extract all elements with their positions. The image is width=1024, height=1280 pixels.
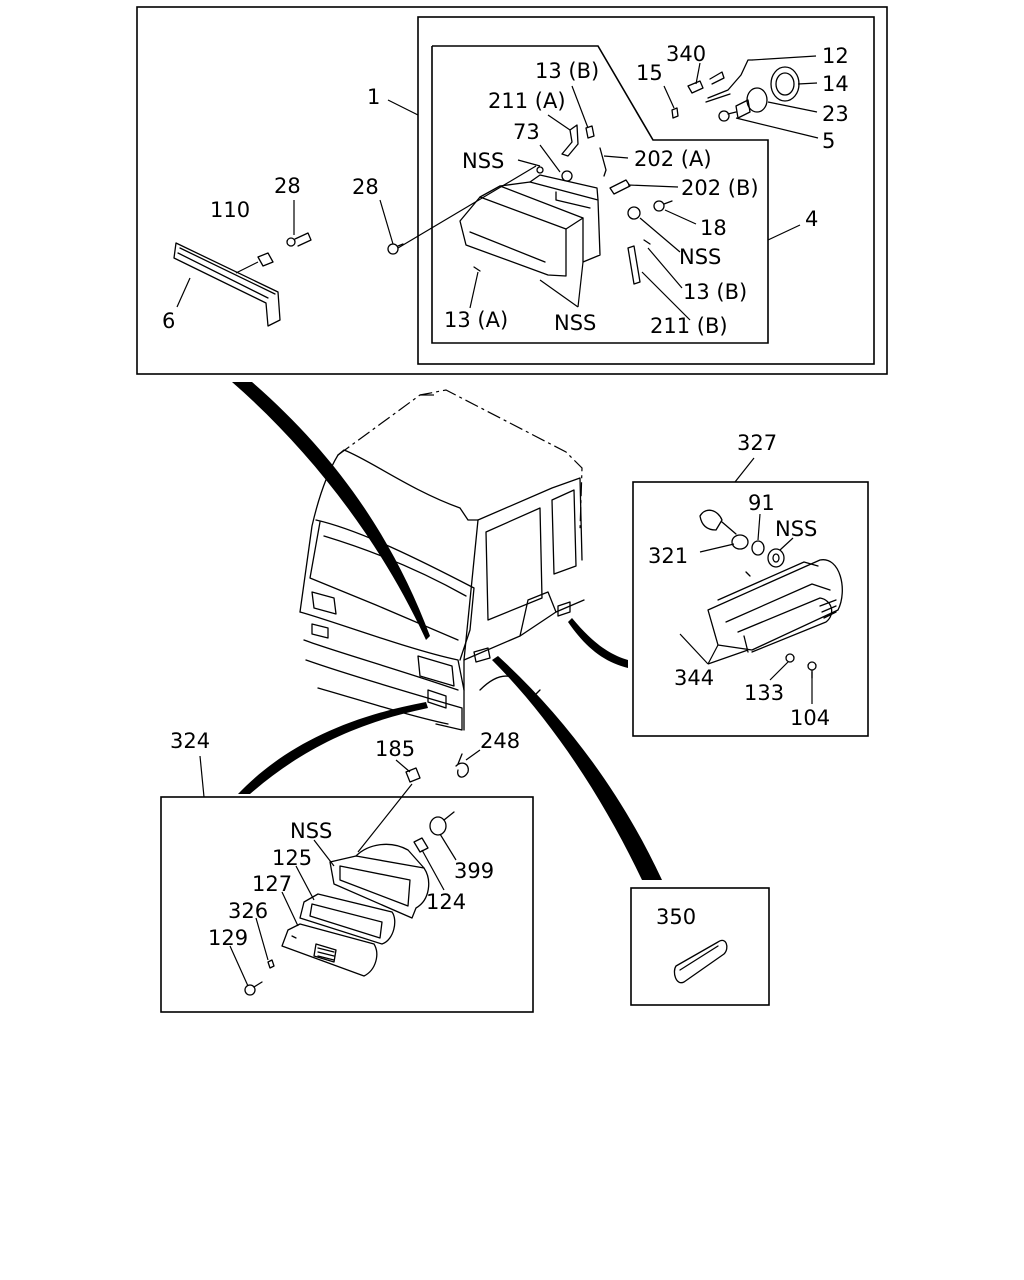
adjuster-screw-icon	[473, 107, 679, 285]
callout-4: 4	[805, 207, 818, 231]
callout-110: 110	[210, 198, 250, 222]
callout-nss-headlamp-right: NSS	[679, 245, 721, 269]
callout-125: 125	[272, 846, 312, 870]
reflector-panel: 350	[630, 887, 770, 1006]
callout-344: 344	[674, 666, 714, 690]
bolt-icon	[286, 232, 312, 247]
callout-12: 12	[822, 44, 849, 68]
callout-202a: 202 (A)	[634, 147, 712, 171]
callout-1: 1	[367, 85, 380, 109]
side-turn-lamp-icon	[707, 559, 843, 653]
callout-350: 350	[656, 905, 696, 929]
callout-15: 15	[636, 61, 663, 85]
callout-28-b: 28	[352, 175, 379, 199]
callout-nss-side: NSS	[775, 517, 817, 541]
front-lamp-leaders	[199, 749, 481, 987]
callout-nss-front: NSS	[290, 819, 332, 843]
callout-127: 127	[252, 872, 292, 896]
truck-cab-icon	[299, 389, 585, 731]
callout-6: 6	[162, 309, 175, 333]
callout-202b: 202 (B)	[681, 176, 759, 200]
callout-211b: 211 (B)	[650, 314, 728, 338]
pointer-bands	[232, 382, 662, 880]
front-lamp-icon	[281, 843, 430, 977]
callout-18: 18	[700, 216, 727, 240]
callout-327: 327	[737, 431, 777, 455]
callout-326: 326	[228, 899, 268, 923]
callout-211a: 211 (A)	[488, 89, 566, 113]
callout-133: 133	[744, 681, 784, 705]
bolt-icon-2	[387, 243, 404, 255]
callout-nss-headlamp-bottom: NSS	[554, 311, 596, 335]
callout-28: 28	[274, 174, 301, 198]
front-lamp-frame	[160, 796, 534, 1013]
reflector-frame	[630, 887, 770, 1006]
side-lamp-leaders	[679, 457, 813, 704]
headlamp-assembly-frame	[417, 16, 875, 365]
callout-124: 124	[426, 890, 466, 914]
callout-399: 399	[454, 859, 494, 883]
side-turn-lamp-panel: 327 91 NSS 321 344 133 104	[632, 431, 869, 737]
callout-324: 324	[170, 729, 210, 753]
band-side-lamp	[568, 618, 628, 668]
band-headlamp	[232, 382, 430, 640]
clip-nut-icon	[257, 252, 274, 267]
callout-5: 5	[822, 129, 835, 153]
front-lamp-parts	[244, 753, 469, 996]
callout-73: 73	[513, 120, 540, 144]
callout-nss-headlamp-top: NSS	[462, 149, 504, 173]
callout-340: 340	[666, 42, 706, 66]
headlamp-panel-frame	[136, 6, 888, 375]
side-lamp-frame	[632, 481, 869, 737]
callout-23: 23	[822, 102, 849, 126]
reflector-icon	[673, 939, 728, 984]
callout-14: 14	[822, 72, 849, 96]
callout-321: 321	[648, 544, 688, 568]
band-reflector	[492, 656, 662, 880]
callout-13b-bottom: 13 (B)	[683, 280, 747, 304]
headlamp-leaders	[176, 55, 819, 321]
callout-91: 91	[748, 491, 775, 515]
callout-104: 104	[790, 706, 830, 730]
callout-185: 185	[375, 737, 415, 761]
headlamp-unit-frame	[431, 45, 769, 344]
front-lamp-panel: 324 185 248 NSS 125 127 326 129 399 124	[160, 729, 534, 1013]
callout-248: 248	[480, 729, 520, 753]
band-front-lamp	[238, 702, 428, 794]
callout-13b-top: 13 (B)	[535, 59, 599, 83]
headlamp-icon	[459, 174, 601, 277]
callout-129: 129	[208, 926, 248, 950]
callout-13a: 13 (A)	[444, 308, 508, 332]
headlamp-panel: 1 4 6 110 28 28 13 (B) 211 (A) 73 NSS 20…	[136, 6, 888, 375]
bumper-molding-icon	[173, 242, 281, 327]
bulb-icon	[687, 59, 800, 122]
